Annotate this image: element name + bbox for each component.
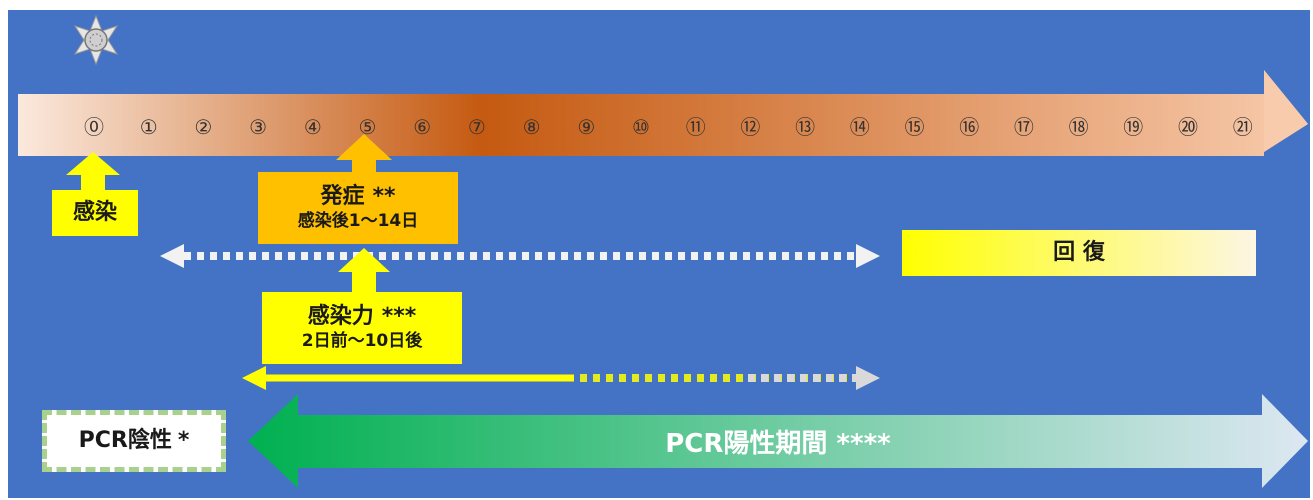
day-label-9: ⑨ (577, 115, 595, 139)
day-label-21: ㉑ (1233, 115, 1253, 139)
recovery-box: 回 復 (902, 230, 1256, 276)
onset-range-arrow (160, 244, 880, 268)
pcr-positive-arrow (248, 394, 1308, 488)
day-label-19: ⑲ (1123, 115, 1143, 139)
infectivity-range-arrow (242, 366, 880, 390)
day-label-14: ⑭ (850, 115, 870, 139)
day-label-18: ⑱ (1069, 115, 1089, 139)
day-label-10: ⑩ (632, 115, 650, 139)
day-label-4: ④ (304, 115, 322, 139)
infection-up-arrow (66, 152, 120, 210)
onset-sub: 感染後1～14日 (297, 211, 419, 231)
day-label-3: ③ (249, 115, 267, 139)
day-label-6: ⑥ (413, 115, 431, 139)
day-label-13: ⑬ (795, 115, 815, 139)
infection-label: 感染 (72, 200, 117, 225)
day-label-16: ⑯ (959, 115, 979, 139)
day-label-5: ⑤ (359, 115, 377, 139)
day-label-15: ⑮ (905, 115, 925, 139)
pcr-negative-label: PCR陰性 (78, 428, 172, 453)
onset-up-arrow (336, 134, 392, 176)
day-label-12: ⑫ (740, 115, 760, 139)
infectivity-up-arrow (338, 248, 390, 293)
pcr-negative-box: PCR陰性* (42, 410, 226, 472)
infectivity-stars: *** (381, 304, 417, 329)
recovery-label: 回 復 (1053, 240, 1105, 265)
day-label-0: ⓪ (84, 115, 104, 139)
day-label-7: ⑦ (468, 115, 486, 139)
day-label-17: ⑰ (1014, 115, 1034, 139)
infectivity-sub: 2日前～10日後 (301, 331, 423, 351)
day-label-20: ⑳ (1178, 115, 1198, 139)
day-label-2: ② (194, 115, 212, 139)
day-label-1: ① (140, 115, 158, 139)
day-label-8: ⑧ (523, 115, 541, 139)
infection-timeline-diagram: ⓪ ① ② ③ ④ ⑤ ⑥ ⑦ ⑧ ⑨ ⑩ ⑪ ⑫ ⑬ ⑭ ⑮ ⑯ ⑰ ⑱ ⑲ ⑳ ㉑ 感染 発症 ** (8, 10, 1310, 498)
pcr-negative-stars: * (177, 428, 190, 453)
infection-box: 感染 (52, 190, 138, 236)
onset-box: 発症 ** 感染後1～14日 (258, 172, 458, 244)
timeline-arrow (18, 70, 1308, 156)
day-label-11: ⑪ (686, 115, 706, 139)
infectivity-box: 感染力 *** 2日前～10日後 (262, 292, 462, 364)
onset-title: 発症 (320, 184, 365, 209)
infectivity-title: 感染力 (307, 304, 374, 329)
virus-icon (73, 14, 119, 66)
pcr-positive-label: PCR陽性期間 **** (665, 428, 891, 459)
day-labels: ⓪ ① ② ③ ④ ⑤ ⑥ ⑦ ⑧ ⑨ ⑩ ⑪ ⑫ ⑬ ⑭ ⑮ ⑯ ⑰ ⑱ ⑲ ⑳ ㉑ (84, 115, 1253, 139)
onset-stars: ** (372, 184, 396, 209)
diagram-canvas: ⓪ ① ② ③ ④ ⑤ ⑥ ⑦ ⑧ ⑨ ⑩ ⑪ ⑫ ⑬ ⑭ ⑮ ⑯ ⑰ ⑱ ⑲ ⑳ ㉑ (18, 14, 1308, 488)
